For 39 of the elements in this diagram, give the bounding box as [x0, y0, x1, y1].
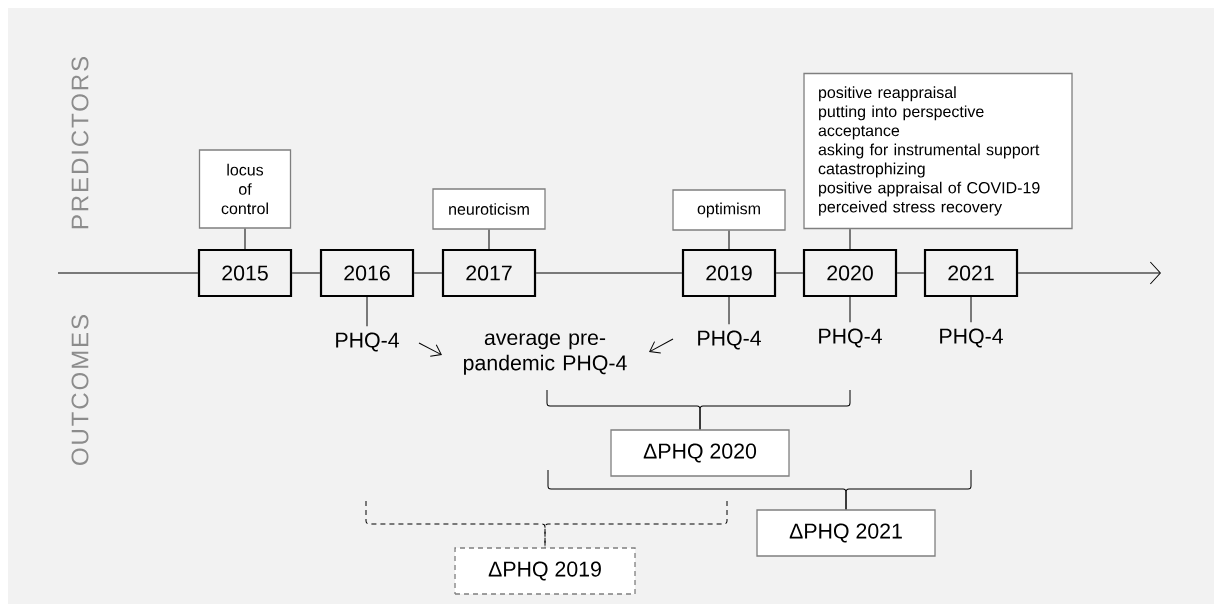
timeline-arrow — [1017, 261, 1161, 285]
arrow — [418, 342, 442, 357]
section-label: PREDICTORS — [71, 57, 89, 229]
predictor-box: locus of control — [198, 149, 292, 229]
year-box: 2021 — [923, 248, 1019, 298]
year-box: 2015 — [197, 248, 293, 298]
connector-line — [488, 229, 490, 250]
bracket-line — [544, 500, 728, 548]
delta-box: ΔPHQ 2021 — [756, 509, 936, 557]
measure-label: PHQ-4 — [819, 328, 882, 348]
year-box: 2020 — [802, 248, 898, 298]
connector-line — [244, 228, 246, 250]
timeline-line — [57, 272, 199, 274]
timeline-line — [291, 272, 321, 274]
measure-label: PHQ-4 — [336, 332, 399, 352]
connector-line — [970, 296, 972, 323]
timeline-line — [535, 272, 683, 274]
connector-line — [849, 296, 851, 323]
timeline-line — [775, 272, 804, 274]
delta-box: ΔPHQ 2020 — [610, 429, 790, 477]
measure-label: PHQ-4 — [698, 330, 761, 350]
delta-box: ΔPHQ 2019 — [454, 547, 636, 595]
timeline-line — [413, 272, 443, 274]
year-box: 2016 — [319, 248, 415, 298]
year-box: 2017 — [441, 248, 537, 298]
predictor-list-box: positive reappraisal putting into perspective acceptance asking for instrumental support catastrophizing positive appraisal of COVID-19 perceived stress recovery — [803, 72, 1073, 230]
timeline-line — [896, 272, 925, 274]
bracket-line — [845, 469, 972, 510]
predictor-box: neuroticism — [432, 188, 546, 230]
connector-line — [849, 228, 851, 250]
connector-line — [728, 230, 730, 250]
predictor-box: optimism — [672, 189, 786, 231]
connector-line — [728, 296, 730, 325]
section-label: OUTCOMES — [71, 315, 89, 465]
measure-label: average pre-pandemic PHQ-4 — [464, 333, 627, 375]
measure-label: PHQ-4 — [940, 328, 1003, 348]
year-box: 2019 — [681, 248, 777, 298]
arrow — [649, 338, 674, 354]
connector-line — [366, 296, 368, 327]
